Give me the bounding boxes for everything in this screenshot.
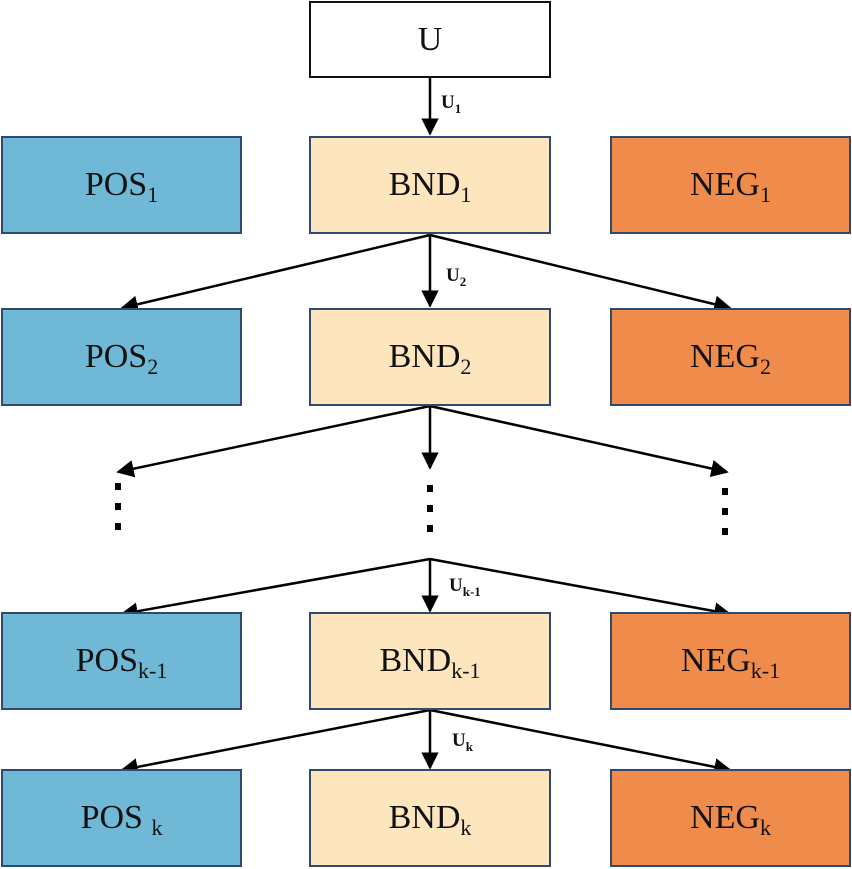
bnd-label-1: BND1	[388, 166, 472, 207]
arrow-bnd1-to-pos2	[120, 233, 431, 313]
arrow-bnd2-to-left-ellipsis	[116, 404, 431, 478]
arrow-bnd-k-1-to-pos-k	[120, 708, 431, 776]
arrow-junction-to-pos-k-1	[120, 557, 431, 620]
pos-label-1: POS1	[84, 166, 159, 207]
bnd-box-k: BNDk	[309, 769, 551, 867]
neg-box-2: NEG2	[610, 308, 851, 406]
pos-label-2: POS2	[84, 338, 159, 379]
ellipsis-left	[115, 483, 121, 530]
bnd-label-2: BND2	[388, 338, 472, 379]
u-label-k-1: Uk-1	[449, 575, 481, 599]
u-label-1: U1	[441, 92, 462, 116]
pos-box-k: POS k	[1, 769, 242, 867]
universe-box: U	[309, 1, 551, 78]
neg-box-k-1: NEGk-1	[610, 612, 851, 710]
ellipsis-right	[722, 488, 728, 535]
bnd-label-k: BNDk	[388, 799, 472, 840]
neg-box-1: NEG1	[610, 136, 851, 234]
bnd-box-1: BND1	[309, 136, 551, 234]
pos-box-1: POS1	[1, 136, 242, 234]
u-label-k: Uk	[452, 730, 473, 754]
arrow-bnd-k-1-to-neg-k	[429, 708, 732, 776]
bnd-label-k-1: BNDk-1	[379, 642, 481, 683]
u-label-2: U2	[446, 265, 467, 289]
bnd-box-k-1: BNDk-1	[309, 612, 551, 710]
universe-label: U	[417, 20, 443, 58]
neg-label-2: NEG2	[690, 338, 771, 379]
bnd-box-2: BND2	[309, 308, 551, 406]
arrow-junction-to-neg-k-1	[429, 557, 732, 620]
neg-label-1: NEG1	[690, 166, 771, 207]
pos-box-2: POS2	[1, 308, 242, 406]
neg-label-k-1: NEGk-1	[680, 642, 781, 683]
arrow-bnd2-to-right-ellipsis	[429, 404, 729, 478]
ellipsis-center	[427, 485, 433, 532]
pos-label-k-1: POSk-1	[75, 642, 168, 683]
pos-label-k: POS k	[80, 799, 163, 840]
neg-box-k: NEGk	[610, 769, 851, 867]
arrow-bnd1-to-neg2	[429, 233, 732, 313]
neg-label-k: NEGk	[690, 799, 771, 840]
pos-box-k-1: POSk-1	[1, 612, 242, 710]
